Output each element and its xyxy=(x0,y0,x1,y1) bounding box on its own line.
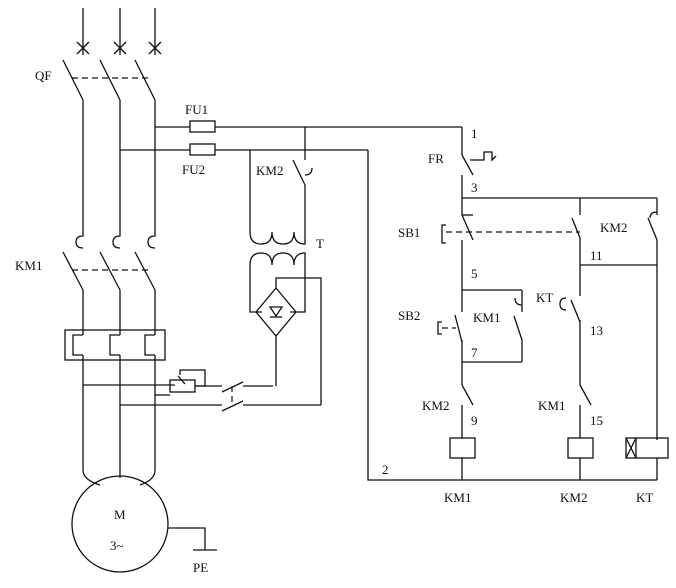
t-label: T xyxy=(316,236,324,251)
pe-label: PE xyxy=(193,560,208,575)
dc-braking-taps xyxy=(83,384,222,406)
fu1-label: FU1 xyxy=(185,102,208,117)
fu2-label: FU2 xyxy=(182,162,205,177)
km1-hold-label: KM1 xyxy=(473,310,500,325)
main-power-circuit: M 3~ PE QF KM1 xyxy=(15,8,321,575)
kt-contact-label: KT xyxy=(536,290,553,305)
fuses: FU1 FU2 xyxy=(120,102,462,177)
control-circuit: 2 1 FR 3 SB1 5 xyxy=(367,126,669,505)
interlock-contacts: KM2 9 KM1 15 xyxy=(422,362,603,438)
kt-delayed-contact: KT 13 xyxy=(536,290,603,385)
coil-km1-label: KM1 xyxy=(444,490,471,505)
motor-label: M xyxy=(114,507,126,522)
km2-hold-label: KM2 xyxy=(600,220,627,235)
ground-pe: PE xyxy=(168,527,217,575)
supply-lines xyxy=(76,8,162,55)
node-13-label: 13 xyxy=(590,323,603,338)
node-5-label: 5 xyxy=(471,266,478,281)
km1-interlock-label: KM1 xyxy=(538,398,565,413)
transformer-secondary: T xyxy=(249,236,324,313)
kt-branch-contact: 11 xyxy=(571,198,657,290)
node-3-label: 3 xyxy=(471,180,478,195)
km2-coil xyxy=(567,437,594,459)
transformer-rectifier-circuit: FU1 FU2 KM2 T xyxy=(120,102,462,405)
coil-kt-label: KT xyxy=(636,490,653,505)
braking-rheostat xyxy=(169,369,206,393)
node-9-label: 9 xyxy=(471,413,478,428)
bridge-rectifier xyxy=(255,277,322,405)
motor-phase-label: 3~ xyxy=(110,538,124,553)
sb2-km1-hold: SB2 KM1 7 xyxy=(398,289,523,363)
coil-km2-label: KM2 xyxy=(560,490,587,505)
km2-dc-contacts xyxy=(195,381,321,412)
km1-main-contacts xyxy=(62,230,156,335)
node-15-label: 15 xyxy=(590,413,603,428)
thermal-relay-heaters xyxy=(64,329,166,470)
sb1-button: SB1 5 xyxy=(398,214,580,290)
qf-breaker xyxy=(62,59,156,230)
node-2-label: 2 xyxy=(382,462,389,477)
km1-main-label: KM1 xyxy=(15,258,42,273)
node-1-label: 1 xyxy=(471,126,478,141)
sb2-label: SB2 xyxy=(398,308,420,323)
sb1-label: SB1 xyxy=(398,225,420,240)
motor: M 3~ xyxy=(71,469,169,573)
kt-coil xyxy=(625,437,669,459)
node-11-label: 11 xyxy=(590,248,603,263)
km2-interlock-label: KM2 xyxy=(422,398,449,413)
km1-coil xyxy=(449,437,476,459)
control-return-rail: 2 xyxy=(367,150,657,481)
transformer-primary: KM2 xyxy=(249,127,313,245)
fr-contact: 1 FR 3 xyxy=(428,126,497,215)
node-7-label: 7 xyxy=(471,345,478,360)
coils: KM1 KM2 KT xyxy=(444,437,669,505)
qf-label: QF xyxy=(35,68,52,83)
fr-label: FR xyxy=(428,151,444,166)
km2-transformer-label: KM2 xyxy=(256,163,283,178)
km2-hold-contact: KM2 xyxy=(600,198,658,440)
